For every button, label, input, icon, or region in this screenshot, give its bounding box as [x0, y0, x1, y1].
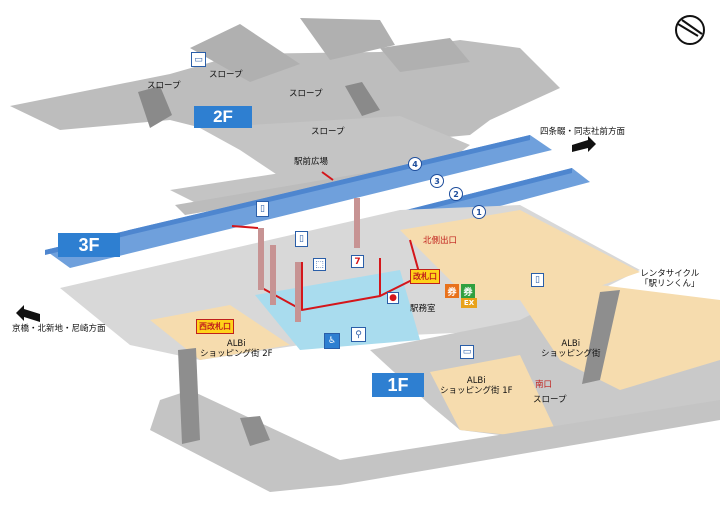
- station-office-label: 駅務室: [410, 304, 436, 314]
- floor-tag-3f: 3F: [58, 233, 120, 257]
- south-exit-label: 南口: [535, 380, 553, 390]
- platform-number-1: 1: [472, 205, 486, 219]
- north-arrow-icon: [675, 15, 705, 45]
- floor-1f-plan: [150, 285, 720, 492]
- rental-cycle-label: レンタサイクル 「駅リンくん」: [640, 269, 700, 289]
- direction-east-label: 四条畷・同志社前方面: [540, 127, 626, 137]
- slope-label-3: スロープ: [289, 89, 323, 99]
- exit-sign-icon: ●: [387, 292, 399, 304]
- elevator-icon: ▯: [295, 231, 308, 247]
- albi-2f-label: ALBi ショッピング街 2F: [200, 339, 273, 359]
- direction-west-label: 京橋・北新地・尼崎方面: [12, 324, 106, 334]
- toilet-icon: ⚲: [351, 327, 366, 342]
- ticket-machine-2: 券: [461, 284, 475, 298]
- ex-machine: EX: [461, 298, 477, 308]
- floor-tag-1f: 1F: [372, 373, 424, 397]
- station-square-label: 駅前広場: [294, 157, 329, 167]
- train-front-icon: ▯: [256, 201, 269, 217]
- slope-label-2: スロープ: [209, 70, 243, 80]
- floor-2f-plan: [10, 18, 560, 215]
- ticket-machine-1: 券: [445, 284, 459, 298]
- stairs-2f: [138, 82, 380, 128]
- east-gate-label: 改札口: [410, 269, 440, 284]
- pillars: [258, 198, 360, 322]
- bike-rental-icon: ▯: [531, 273, 544, 287]
- stairs-1f: [178, 290, 620, 446]
- slope-label-5: スロープ: [533, 395, 567, 405]
- taxi-icon: ▭: [460, 345, 474, 359]
- wheelchair-icon: ♿: [324, 333, 340, 349]
- floor-tag-2f: 2F: [194, 106, 252, 128]
- north-exit-label: 北側出口: [423, 236, 458, 246]
- platform-number-4: 4: [408, 157, 422, 171]
- slope-label-4: スロープ: [311, 127, 345, 137]
- bus-icon: ▭: [191, 52, 206, 67]
- platform-number-2: 2: [449, 187, 463, 201]
- albi-1f-label: ALBi ショッピング街 1F: [440, 376, 513, 396]
- platform-number-3: 3: [430, 174, 444, 188]
- convenience-store-icon: 7: [351, 255, 364, 268]
- direction-arrows: [16, 136, 596, 322]
- west-gate-label: 西改札口: [196, 319, 234, 334]
- transfer-route: [231, 171, 422, 312]
- slope-label-1: スロープ: [147, 81, 181, 91]
- albi-east-label: ALBi ショッピング街: [541, 339, 601, 359]
- escalator-icon: ⬚: [313, 258, 326, 271]
